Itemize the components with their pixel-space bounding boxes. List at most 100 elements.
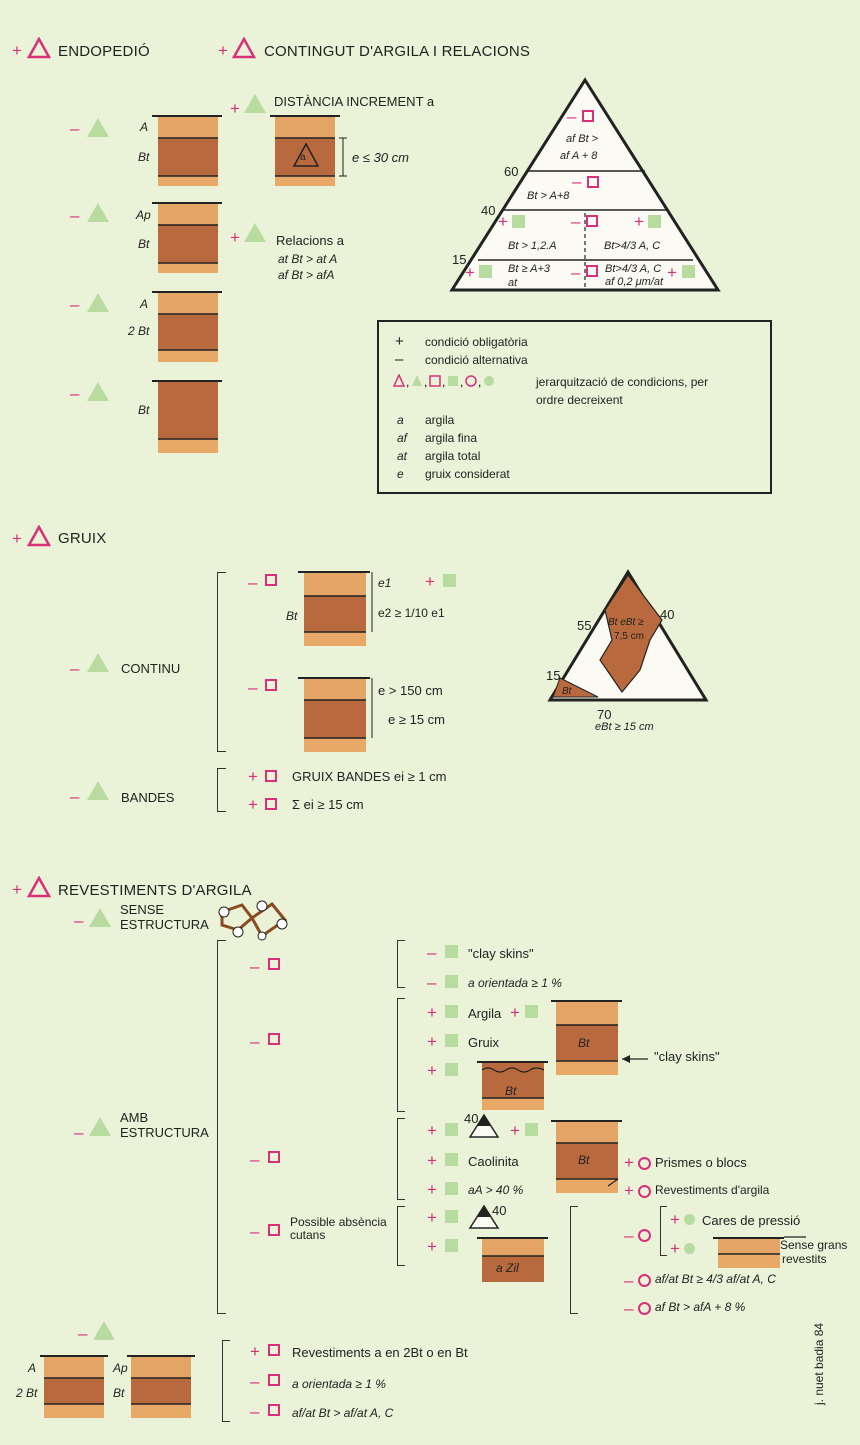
tri1-label-40: 40 [481, 203, 496, 218]
pink-square-icon [586, 265, 598, 277]
green-triangle-icon [87, 293, 109, 312]
e30-label: e ≤ 30 cm [352, 150, 409, 165]
legend-key: a [397, 413, 404, 427]
soil-column-4 [152, 380, 222, 453]
tri1-r4b1: Bt>4/3 A, C [605, 263, 662, 275]
green-square-icon [445, 1123, 458, 1136]
pink-square-icon [268, 1374, 280, 1386]
minus-sign: – [250, 1402, 260, 1421]
continu-label: CONTINU [121, 661, 181, 676]
minus-sign: – [248, 678, 258, 697]
pink-square-icon [265, 679, 277, 691]
horizon-label: Ap [136, 208, 151, 222]
minus-sign: – [250, 1150, 260, 1169]
green-triangle-icon [87, 203, 109, 222]
horizon-label: A [140, 297, 149, 311]
prismes-label: Prismes o blocs [655, 1155, 747, 1170]
plus-sign: + [427, 1237, 437, 1256]
pink-square-icon [265, 770, 277, 782]
pink-square-icon [587, 176, 599, 188]
svg-text:,: , [406, 375, 409, 388]
bracket [217, 940, 226, 1314]
tri2-corner: Bt [562, 686, 572, 697]
green-triangle-icon [87, 781, 109, 800]
minus-sign: – [572, 172, 582, 191]
minus-sign: – [250, 957, 260, 976]
relacions-1: at Bt > at A [278, 252, 338, 266]
green-square-icon [445, 1034, 458, 1047]
legend-value: argila total [425, 449, 481, 463]
plus-sign: + [12, 529, 22, 548]
minus-sign: – [427, 973, 437, 992]
legend-hier-2: ordre decreixent [536, 393, 623, 407]
horizon-label: Bt [113, 1386, 125, 1400]
plus-sign: + [427, 1151, 437, 1170]
cares-label: Cares de pressió [702, 1213, 801, 1228]
plus-sign: + [248, 795, 258, 814]
minus-sign: – [427, 943, 437, 962]
plus-sign: + [230, 99, 240, 118]
svg-text:,: , [478, 375, 481, 388]
green-square-icon [682, 265, 695, 278]
plus-sign: + [670, 1210, 680, 1229]
hierarchy-symbols-icon: , , , , , [392, 373, 494, 389]
amb-label-1: AMB [120, 1110, 149, 1125]
horizon-label: Bt [138, 150, 150, 164]
horizon-label: 2 Bt [16, 1386, 38, 1400]
bracket [660, 1206, 667, 1256]
green-triangle-icon [87, 118, 109, 137]
triangle-40-icon-2 [468, 1204, 500, 1229]
horizon-label: Bt [138, 403, 150, 417]
plus-sign: + [427, 1208, 437, 1227]
pink-circle-icon [638, 1185, 651, 1198]
legend-value: argila [425, 413, 455, 427]
svg-text:,: , [460, 375, 463, 388]
bottom-2: a orientada ≥ 1 % [292, 1377, 386, 1391]
pink-circle-icon [638, 1274, 651, 1287]
e15-label: e ≥ 15 cm [388, 712, 445, 727]
bracket [397, 998, 405, 1112]
minus-sign: – [624, 1299, 634, 1318]
horizon-label: Bt [578, 1036, 590, 1050]
green-triangle-icon [244, 94, 266, 113]
legend-symbols: , , , , , [392, 373, 523, 391]
distancia-label: DISTÀNCIA INCREMENT a [274, 94, 435, 109]
green-square-icon [445, 1210, 458, 1223]
minus-sign: – [74, 1123, 84, 1142]
plus-sign: + [510, 1121, 520, 1140]
pink-square-icon [268, 958, 280, 970]
minus-sign: – [624, 1271, 634, 1290]
relacions-label: Relacions a [276, 233, 344, 248]
svg-text:,: , [442, 375, 445, 388]
pink-square-icon [268, 1033, 280, 1045]
legend-minus-text: condició alternativa [425, 353, 528, 367]
plus-sign: + [427, 1121, 437, 1140]
green-triangle-icon [87, 382, 109, 401]
plus-sign: + [498, 212, 508, 231]
signature: j. nuet badia 84 [812, 1322, 826, 1405]
tri2-inner-2: 7,5 cm [614, 631, 645, 642]
soil-column-rev-3 [551, 1120, 622, 1193]
triangle-40-icon-1 [468, 1113, 500, 1138]
clay-triangle-1 [449, 77, 721, 292]
sense-label-2: ESTRUCTURA [120, 917, 209, 932]
horizon-label: Ap [113, 1361, 128, 1375]
pink-triangle-icon [27, 525, 51, 547]
legend-value: argila fina [425, 431, 478, 445]
structure-blocks-icon [218, 900, 288, 941]
plus-sign: + [634, 212, 644, 231]
minus-sign: – [571, 212, 581, 231]
minus-sign: – [624, 1226, 634, 1245]
green-square-icon [445, 1005, 458, 1018]
legend-plus: + [395, 333, 404, 350]
relacions-2: af Bt > afA [278, 268, 335, 282]
svg-text:,: , [424, 375, 427, 388]
pink-square-icon [265, 798, 277, 810]
soil-column-rev-2 [477, 1061, 548, 1110]
clay-skins-arrow-label: "clay skins" [654, 1049, 720, 1064]
tri1-label-15: 15 [452, 252, 467, 267]
caolinita-label: Caolinita [468, 1154, 519, 1169]
a-label: a [300, 152, 306, 163]
legend-hier-1: jerarquització de condicions, per [536, 375, 709, 389]
